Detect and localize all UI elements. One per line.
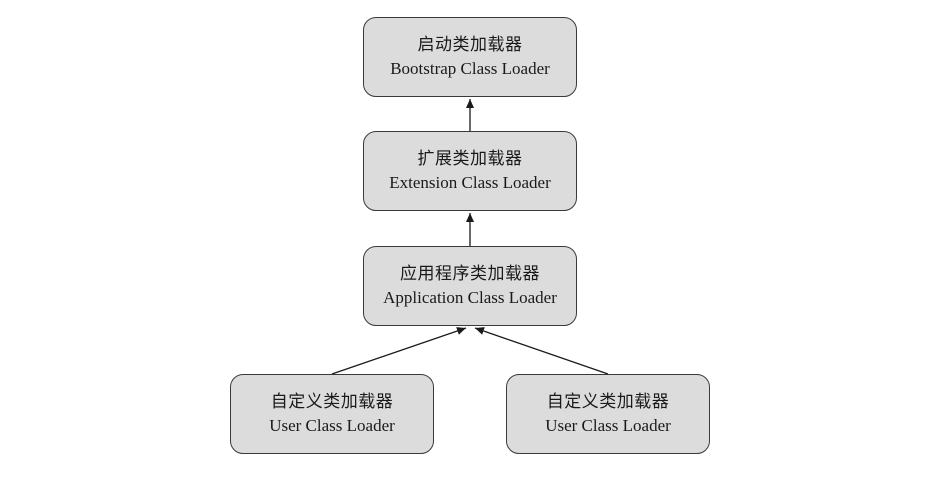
node-label-en: Application Class Loader xyxy=(383,288,557,307)
node-label-en: Bootstrap Class Loader xyxy=(390,59,550,78)
node-label-zh: 启动类加载器 xyxy=(417,35,523,55)
node-label-zh: 扩展类加载器 xyxy=(417,149,523,169)
user-class-loader-node-right: 自定义类加载器 User Class Loader xyxy=(506,374,710,454)
node-label-en: User Class Loader xyxy=(269,416,395,435)
node-label-zh: 自定义类加载器 xyxy=(270,392,394,412)
application-class-loader-node: 应用程序类加载器 Application Class Loader xyxy=(363,246,577,326)
node-label-en: Extension Class Loader xyxy=(389,173,551,192)
bootstrap-class-loader-node: 启动类加载器 Bootstrap Class Loader xyxy=(363,17,577,97)
edge-user1-to-application xyxy=(331,327,467,375)
extension-class-loader-node: 扩展类加载器 Extension Class Loader xyxy=(363,131,577,211)
user-class-loader-node-left: 自定义类加载器 User Class Loader xyxy=(230,374,434,454)
node-label-en: User Class Loader xyxy=(545,416,671,435)
node-label-zh: 自定义类加载器 xyxy=(546,392,670,412)
edge-user2-to-application xyxy=(474,327,609,375)
node-label-zh: 应用程序类加载器 xyxy=(400,264,540,284)
